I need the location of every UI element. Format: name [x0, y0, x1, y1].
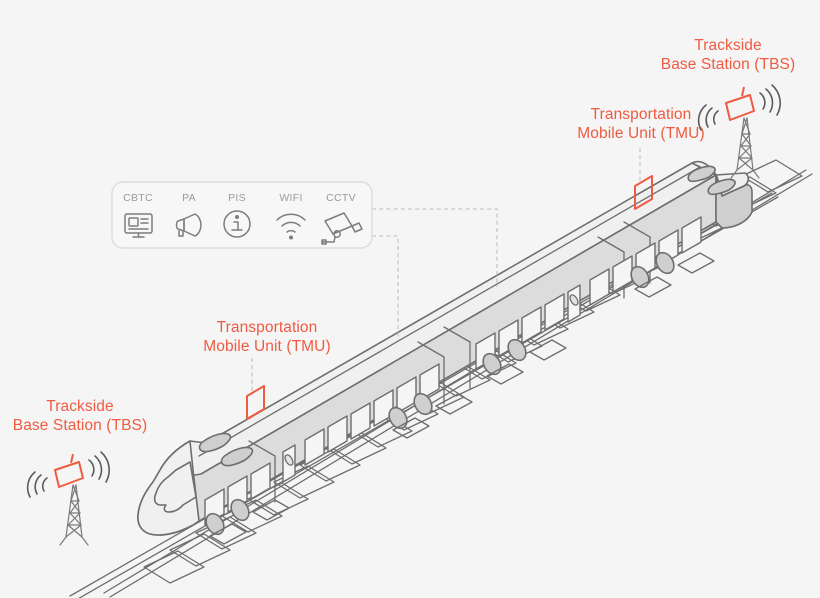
trackside-base-station-tower-top	[697, 84, 781, 179]
information-circle-icon	[223, 210, 251, 238]
signal-waves-left-icon	[697, 104, 719, 131]
trackside-base-station-tower-bottom	[26, 451, 110, 546]
service-label-wifi: WIFI	[279, 192, 303, 204]
car4-windows	[589, 216, 702, 306]
service-label-pis: PIS	[228, 192, 246, 204]
car2-windows	[304, 363, 440, 466]
high-speed-train	[137, 160, 753, 545]
label-trackside-base-station-bottom: Trackside Base Station (TBS)	[12, 398, 148, 434]
label-trackside-base-station-top: Trackside Base Station (TBS)	[660, 37, 796, 73]
cctv-camera-icon	[321, 212, 363, 245]
megaphone-icon	[175, 213, 202, 237]
signal-waves-right-icon	[759, 84, 781, 116]
label-transportation-mobile-unit-top: Transportation Mobile Unit (TMU)	[577, 106, 705, 142]
services-panel[interactable]	[111, 181, 373, 249]
label-transportation-mobile-unit-bottom: Transportation Mobile Unit (TMU)	[203, 319, 331, 355]
callout-lines	[251, 148, 641, 392]
tmu-marker-rear	[634, 175, 653, 210]
signal-waves-right-icon	[88, 451, 110, 483]
bogies	[205, 251, 675, 536]
car3-windows	[475, 293, 565, 370]
wifi-icon	[276, 213, 306, 240]
service-label-cctv: CCTV	[326, 192, 356, 204]
service-label-pa: PA	[182, 192, 196, 204]
tmu-marker-front	[246, 385, 265, 420]
monitor-icon	[124, 213, 153, 238]
service-label-cbtc: CBTC	[123, 192, 153, 204]
signal-waves-left-icon	[26, 471, 48, 498]
